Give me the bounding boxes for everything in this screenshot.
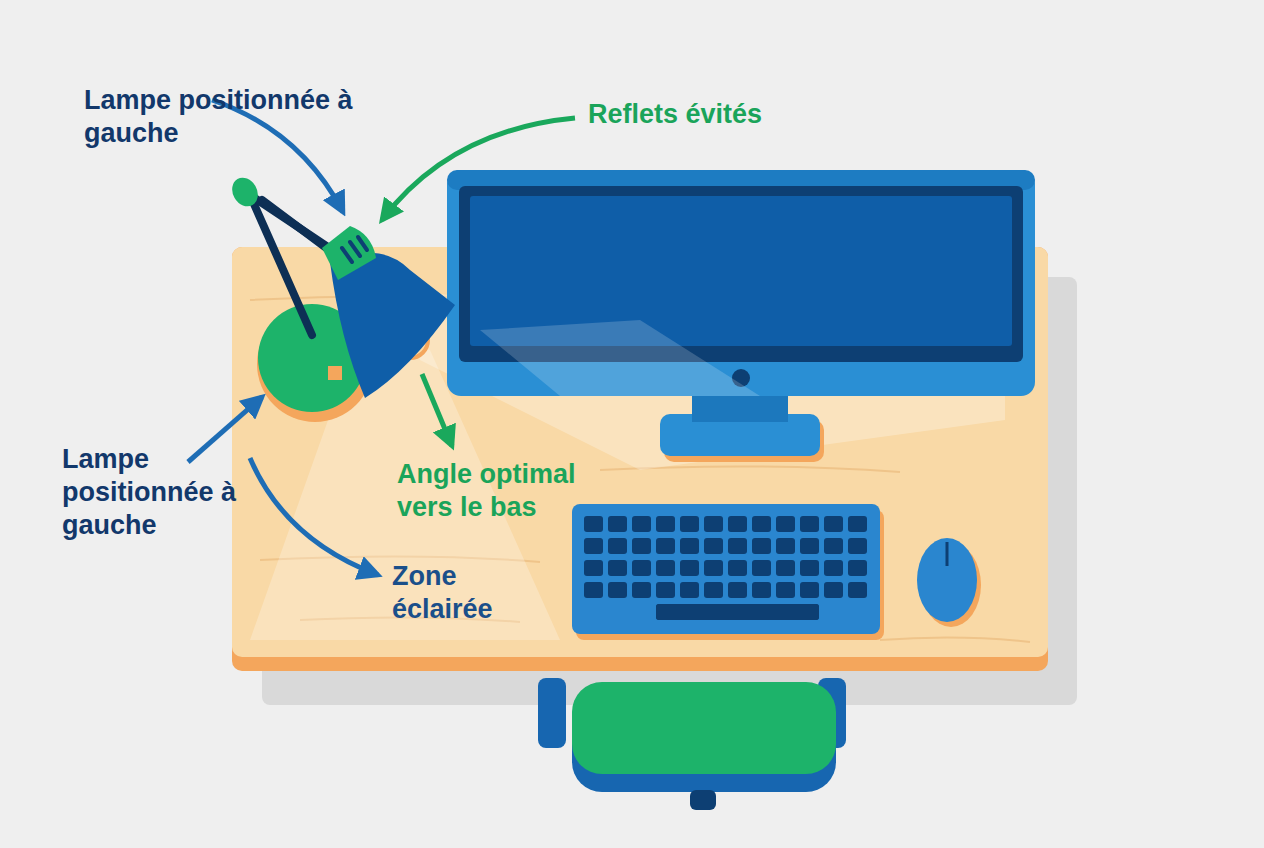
callout-label: Angle optimal vers le bas	[397, 458, 612, 524]
key	[848, 560, 867, 576]
leader-arrow	[422, 374, 452, 446]
key	[680, 582, 699, 598]
callout-label: Zone éclairée	[392, 560, 520, 626]
key	[680, 538, 699, 554]
key	[632, 582, 651, 598]
monitor-frame	[447, 170, 1035, 396]
key	[776, 538, 795, 554]
lamp-switch	[328, 366, 342, 380]
key	[656, 516, 675, 532]
lamp-pivot	[227, 173, 263, 211]
monitor-screen	[470, 196, 1012, 346]
key	[584, 538, 603, 554]
key	[800, 538, 819, 554]
key	[680, 560, 699, 576]
key	[656, 560, 675, 576]
lamp-shade	[330, 253, 455, 398]
key	[824, 516, 843, 532]
key	[776, 516, 795, 532]
key	[632, 538, 651, 554]
key	[632, 560, 651, 576]
callout-label: Reflets évités	[588, 98, 848, 131]
leader-arrow	[212, 100, 343, 212]
key	[824, 560, 843, 576]
key	[824, 582, 843, 598]
key	[848, 582, 867, 598]
key	[608, 560, 627, 576]
key	[728, 538, 747, 554]
monitor-stand-neck	[692, 392, 788, 422]
key	[704, 516, 723, 532]
key	[824, 538, 843, 554]
key	[728, 516, 747, 532]
leader-arrow	[188, 397, 262, 462]
key	[704, 560, 723, 576]
callout-label: Lampe positionnée à gauche	[84, 84, 384, 150]
space-key	[656, 604, 819, 620]
key	[752, 582, 771, 598]
key	[584, 582, 603, 598]
mouse	[917, 538, 977, 622]
key	[848, 516, 867, 532]
lamp-neck	[322, 226, 376, 280]
key	[584, 516, 603, 532]
leader-arrow	[382, 118, 575, 220]
key	[656, 582, 675, 598]
chair-seat	[572, 682, 836, 774]
key	[800, 516, 819, 532]
key	[608, 538, 627, 554]
callout-label: Lampe positionnée à gauche	[62, 443, 240, 542]
screen-glow	[480, 320, 760, 396]
key	[728, 560, 747, 576]
key	[584, 560, 603, 576]
key	[800, 560, 819, 576]
key	[728, 582, 747, 598]
key	[704, 582, 723, 598]
chair-arm-left	[538, 678, 566, 748]
key	[704, 538, 723, 554]
key	[752, 560, 771, 576]
key	[608, 516, 627, 532]
key	[752, 516, 771, 532]
key	[656, 538, 675, 554]
key	[632, 516, 651, 532]
keyboard-keys	[584, 516, 867, 620]
key	[800, 582, 819, 598]
leader-arrow	[250, 458, 378, 575]
key	[680, 516, 699, 532]
key	[608, 582, 627, 598]
lamp-vents	[342, 237, 367, 262]
mouse-wheel	[946, 542, 949, 566]
chair-stem	[690, 790, 716, 810]
key	[752, 538, 771, 554]
keyboard	[572, 504, 880, 634]
key	[848, 538, 867, 554]
key	[776, 582, 795, 598]
key	[776, 560, 795, 576]
